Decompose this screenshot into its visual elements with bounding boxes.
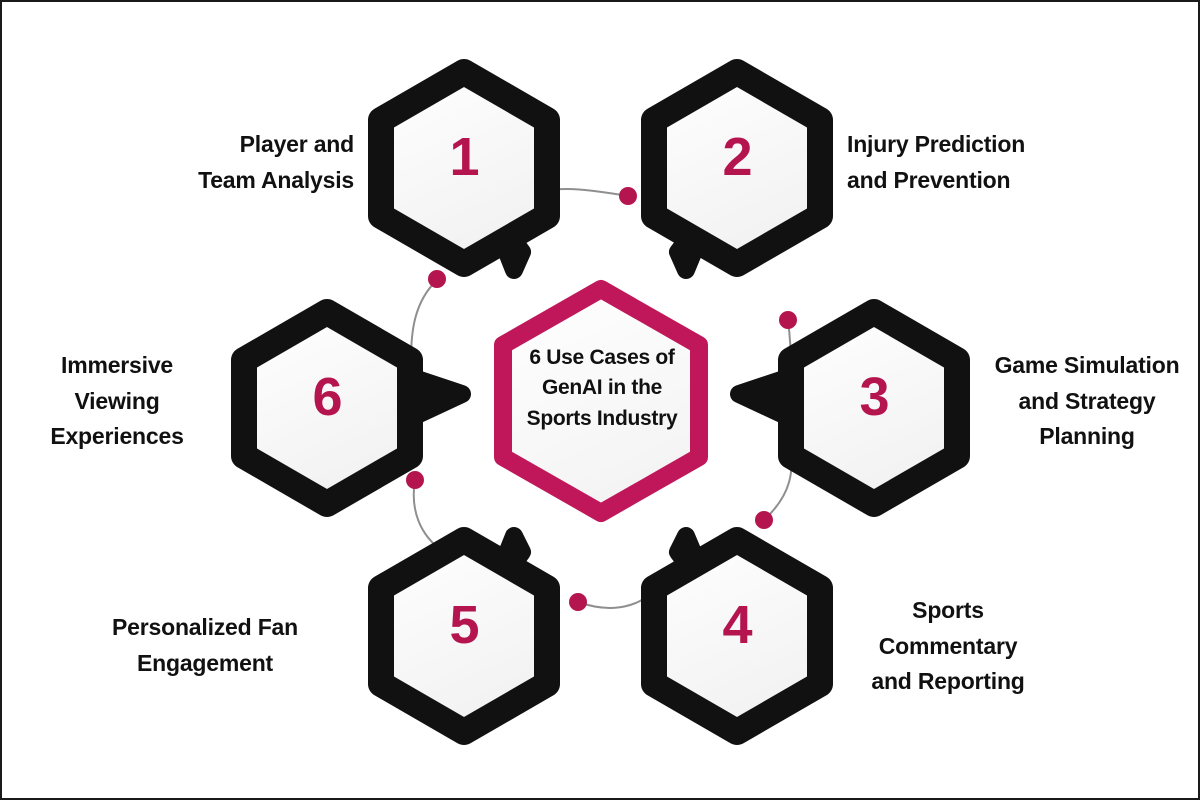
center-title-line-2: GenAI in the <box>541 376 663 400</box>
node-1[interactable] <box>368 59 560 279</box>
node-2-label-line-1: Injury Prediction <box>847 131 1026 157</box>
connector-dot-3 <box>779 311 797 329</box>
node-4-hexagon <box>641 527 833 745</box>
node-5-hexagon <box>368 527 560 745</box>
node-5[interactable] <box>368 527 560 745</box>
node-4[interactable] <box>641 527 833 745</box>
connector-dot-4 <box>755 511 773 529</box>
node-5-label: Personalized Fan Engagement <box>55 610 355 681</box>
node-3-label-line-2: and Strategy <box>1018 387 1156 414</box>
node-3[interactable] <box>730 299 970 517</box>
node-3-hexagon <box>778 299 970 517</box>
node-1-label: Player and Team Analysis <box>54 127 354 198</box>
node-4-label: Sports Commentary and Reporting <box>836 593 1060 700</box>
connector-dot-5 <box>569 593 587 611</box>
center-title-line-3: Sports Industry <box>526 406 678 430</box>
center-title: 6 Use Cases of GenAI in the Sports Indus… <box>497 343 707 434</box>
node-4-label-line-2: Commentary <box>878 632 1018 659</box>
node-5-label-line-2: Engagement <box>136 649 274 676</box>
node-5-number: 5 <box>449 595 479 655</box>
node-2-hexagon <box>641 59 833 277</box>
node-2[interactable] <box>641 59 833 279</box>
node-4-number: 4 <box>722 595 752 655</box>
node-6-label: Immersive Viewing Experiences <box>17 348 217 455</box>
node-6[interactable] <box>231 299 471 517</box>
center-hexagon <box>494 280 708 522</box>
node-6-number: 6 <box>312 367 342 427</box>
center-node[interactable] <box>494 280 708 522</box>
node-4-label-line-1: Sports <box>912 597 984 623</box>
node-2-label-line-2: and Prevention <box>847 166 1011 193</box>
connector-dot-6 <box>406 471 424 489</box>
node-6-label-line-2: Viewing <box>74 387 160 414</box>
center-title-line-1: 6 Use Cases of <box>529 346 675 369</box>
node-4-label-line-3: and Reporting <box>871 668 1025 695</box>
node-5-label-line-1: Personalized Fan <box>112 614 298 640</box>
node-1-number: 1 <box>449 127 479 187</box>
node-3-number: 3 <box>859 367 889 427</box>
connector-dot-1 <box>428 270 446 288</box>
node-1-label-line-2: Team Analysis <box>198 166 354 193</box>
node-6-label-line-3: Experiences <box>50 423 184 450</box>
node-1-label-line-1: Player and <box>239 131 355 157</box>
node-1-hexagon <box>368 59 560 277</box>
node-3-label-line-1: Game Simulation <box>994 352 1180 378</box>
node-6-hexagon <box>231 299 423 517</box>
node-2-number: 2 <box>722 127 752 187</box>
node-6-label-line-1: Immersive <box>61 352 173 378</box>
node-2-label: Injury Prediction and Prevention <box>847 127 1167 198</box>
connector-dot-2 <box>619 187 637 205</box>
node-3-label-line-3: Planning <box>1039 423 1135 450</box>
connector-dots <box>406 187 797 611</box>
node-3-label: Game Simulation and Strategy Planning <box>975 348 1198 455</box>
